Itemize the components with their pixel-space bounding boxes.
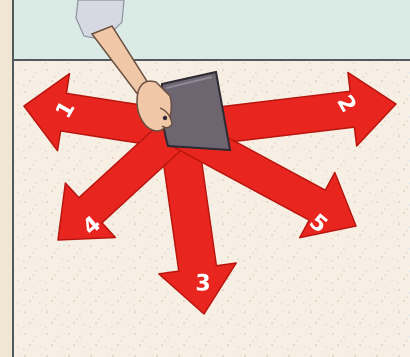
top-wall-band (12, 0, 410, 60)
trowel-rivet (163, 116, 167, 120)
arrow-3-label: 3 (195, 272, 210, 297)
left-margin (0, 0, 12, 357)
